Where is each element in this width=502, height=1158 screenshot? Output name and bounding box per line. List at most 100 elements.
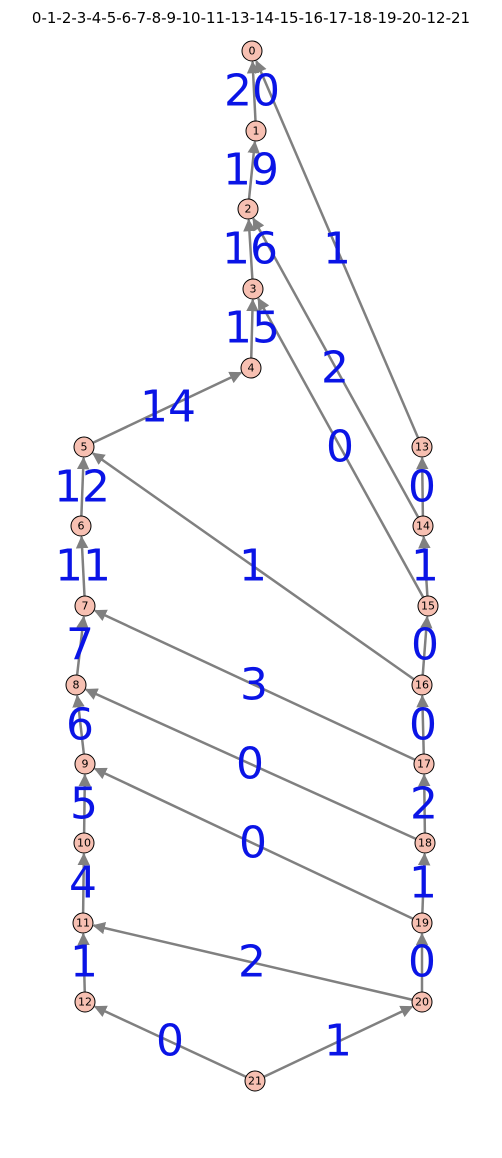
edge-label-16-5: 1	[239, 541, 267, 592]
node-label-0: 0	[249, 45, 256, 58]
edge-label-16-15: 0	[411, 620, 439, 671]
node-4: 4	[240, 357, 262, 379]
node-13: 13	[411, 436, 433, 458]
edge-16-5	[91, 452, 415, 681]
edge-2-1	[247, 140, 260, 200]
node-circle-19	[411, 912, 433, 934]
node-18: 18	[414, 832, 436, 854]
edge-label-18-8: 0	[236, 739, 264, 790]
edge-label-4-3: 15	[224, 303, 280, 354]
node-11: 11	[72, 912, 94, 934]
node-label-3: 3	[250, 283, 257, 296]
edge-7-6	[75, 535, 89, 597]
node-label-6: 6	[78, 520, 85, 533]
edge-20-11	[92, 921, 413, 1001]
edge-label-11-10: 4	[69, 858, 97, 909]
edge-label-9-8: 6	[66, 700, 94, 751]
node-label-5: 5	[81, 441, 88, 454]
node-8: 8	[65, 674, 87, 696]
node-circle-0	[241, 40, 263, 62]
edge-label-14-13: 0	[408, 462, 436, 513]
edge-19-18	[417, 852, 431, 914]
node-15: 15	[417, 595, 439, 617]
node-16: 16	[411, 674, 433, 696]
node-label-18: 18	[418, 837, 432, 850]
node-circle-7	[74, 595, 96, 617]
edge-label-14-2: 2	[321, 343, 349, 394]
node-circle-18	[414, 832, 436, 854]
node-label-16: 16	[415, 679, 429, 692]
node-circle-6	[70, 515, 92, 537]
node-circle-10	[73, 832, 95, 854]
node-circle-13	[411, 436, 433, 458]
node-circle-20	[411, 991, 433, 1013]
edge-label-13-0: 1	[323, 224, 351, 275]
node-circle-11	[72, 912, 94, 934]
node-label-7: 7	[82, 600, 89, 613]
node-17: 17	[413, 753, 435, 775]
edge-label-18-17: 2	[410, 779, 438, 830]
edge-label-7-6: 11	[55, 541, 111, 592]
node-label-2: 2	[245, 203, 252, 216]
node-label-12: 12	[78, 996, 92, 1009]
edge-16-15	[420, 615, 433, 676]
edge-4-3	[246, 298, 259, 359]
edge-15-14	[418, 535, 431, 597]
node-label-21: 21	[248, 1075, 262, 1088]
edge-label-21-20: 1	[324, 1016, 352, 1067]
node-1: 1	[245, 120, 267, 142]
node-circle-15	[417, 595, 439, 617]
edge-label-19-9: 0	[239, 818, 267, 869]
node-7: 7	[74, 595, 96, 617]
edge-label-17-16: 0	[409, 700, 437, 751]
node-label-10: 10	[77, 837, 91, 850]
edge-18-17	[418, 773, 431, 834]
node-circle-9	[74, 753, 96, 775]
edge-10-9	[78, 773, 91, 834]
edge-label-20-19: 0	[408, 937, 436, 988]
graph-title: 0-1-2-3-4-5-6-7-8-9-10-11-13-14-15-16-17…	[32, 9, 470, 27]
node-0: 0	[241, 40, 263, 62]
node-12: 12	[74, 991, 96, 1013]
edge-label-15-14: 1	[411, 541, 439, 592]
edge-17-16	[416, 694, 429, 755]
node-label-8: 8	[73, 679, 80, 692]
node-circle-8	[65, 674, 87, 696]
edge-8-7	[75, 615, 89, 676]
edge-label-19-18: 1	[409, 858, 437, 909]
edge-label-15-3: 0	[326, 422, 354, 473]
edge-21-20	[263, 1005, 414, 1078]
edge-19-9	[93, 767, 414, 920]
node-19: 19	[411, 912, 433, 934]
node-circle-16	[411, 674, 433, 696]
edge-label-10-9: 5	[70, 779, 98, 830]
node-label-1: 1	[253, 125, 260, 138]
edge-1-0	[246, 60, 260, 122]
edge-14-13	[416, 456, 429, 517]
edge-14-2	[252, 217, 420, 518]
edge-label-20-11: 2	[238, 937, 266, 988]
edge-label-3-2: 16	[222, 224, 278, 275]
edge-label-6-5: 12	[54, 462, 110, 513]
edge-11-10	[77, 852, 90, 914]
node-label-19: 19	[415, 917, 429, 930]
edge-label-2-1: 19	[223, 145, 279, 196]
edge-label-1-0: 20	[224, 66, 280, 117]
edge-label-12-11: 1	[70, 937, 98, 988]
edge-3-2	[243, 218, 256, 280]
edge-17-7	[93, 609, 416, 761]
node-3: 3	[242, 278, 264, 300]
node-label-4: 4	[248, 362, 255, 375]
edge-5-4	[92, 371, 243, 444]
node-label-9: 9	[82, 758, 89, 771]
edge-6-5	[76, 456, 90, 517]
node-10: 10	[73, 832, 95, 854]
edge-label-5-4: 14	[140, 382, 196, 433]
node-circle-21	[244, 1070, 266, 1092]
edge-13-0	[255, 59, 420, 439]
node-circle-3	[242, 278, 264, 300]
node-label-15: 15	[421, 600, 435, 613]
